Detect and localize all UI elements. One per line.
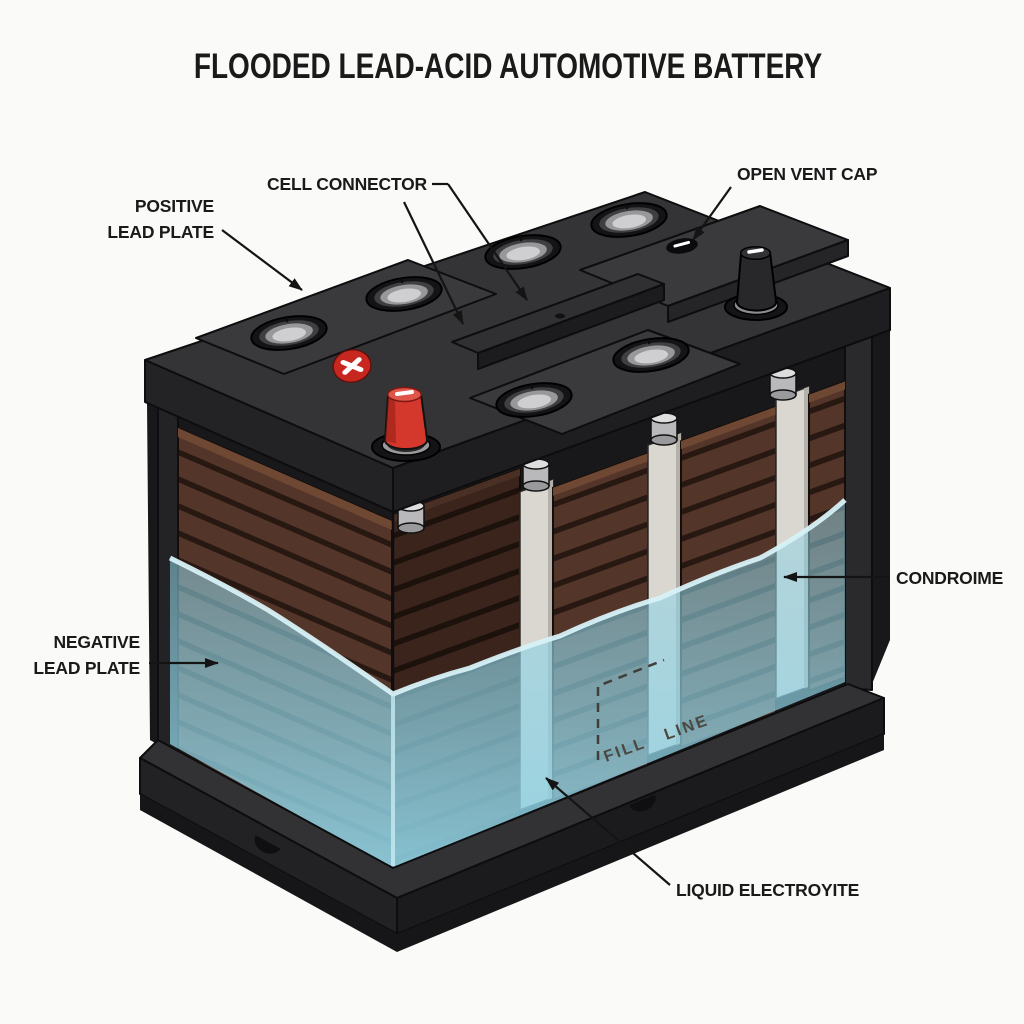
callout-open-vent-cap: OPEN VENT CAP xyxy=(692,164,878,241)
terminal-top-mark xyxy=(395,390,414,396)
open-vent-cap-label: OPEN VENT CAP xyxy=(737,164,878,184)
negative-terminal xyxy=(724,245,788,321)
base-tray xyxy=(139,683,885,952)
case-right-wall xyxy=(844,334,873,691)
open-vent-cap-arrow xyxy=(692,186,732,241)
plus-icon xyxy=(332,349,372,383)
callout-liquid-electrolyte: LIQUID ELECTROYITE xyxy=(545,777,859,900)
liquid-right-face xyxy=(393,500,845,868)
positive-plate-arrow xyxy=(221,229,303,291)
cell-connector-bar xyxy=(451,273,665,370)
positive-plate-label-line2: LEAD PLATE xyxy=(107,222,214,242)
battery-lid xyxy=(144,191,891,513)
liquid-surface-rim xyxy=(168,498,847,697)
callout-positive-lead-plate: POSITIVE LEAD PLATE xyxy=(107,196,303,291)
cell-connector-arrow-2 xyxy=(447,183,528,301)
negative-plate-label-line1: NEGATIVE xyxy=(53,632,140,652)
open-vent-hole-icon xyxy=(666,238,698,254)
liquid-electrolyte-arrow xyxy=(545,777,671,886)
tray-notch xyxy=(629,794,656,812)
fill-line-dashes xyxy=(596,658,665,760)
callout-separator: CONDROIME xyxy=(783,568,1003,588)
positive-plate-label-line1: POSITIVE xyxy=(135,196,214,216)
tray-notch xyxy=(254,835,281,854)
page-title: FLOODED LEAD-ACID AUTOMOTIVE BATTERY xyxy=(194,46,822,86)
positive-terminal xyxy=(371,386,441,462)
separator-label: CONDROIME xyxy=(896,568,1003,588)
lead-bushing xyxy=(650,412,678,446)
liquid-left-face xyxy=(170,558,393,868)
liquid-electrolyte-label: LIQUID ELECTROYITE xyxy=(676,880,859,900)
title-text: FLOODED LEAD-ACID AUTOMOTIVE BATTERY xyxy=(194,46,822,86)
negative-plate-label-line2: LEAD PLATE xyxy=(33,658,140,678)
cell-connector-arrow-1 xyxy=(403,201,464,325)
battery-illustration: FILL LINE xyxy=(139,191,891,952)
electrolyte-liquid xyxy=(168,498,847,868)
cell-connector-label: CELL CONNECTOR xyxy=(267,174,427,194)
callout-negative-lead-plate: NEGATIVE LEAD PLATE xyxy=(33,632,219,678)
terminal-top-mark xyxy=(747,248,764,254)
callouts: POSITIVE LEAD PLATE CELL CONNECTOR OPEN … xyxy=(33,164,1003,900)
callout-cell-connector: CELL CONNECTOR xyxy=(267,174,528,325)
